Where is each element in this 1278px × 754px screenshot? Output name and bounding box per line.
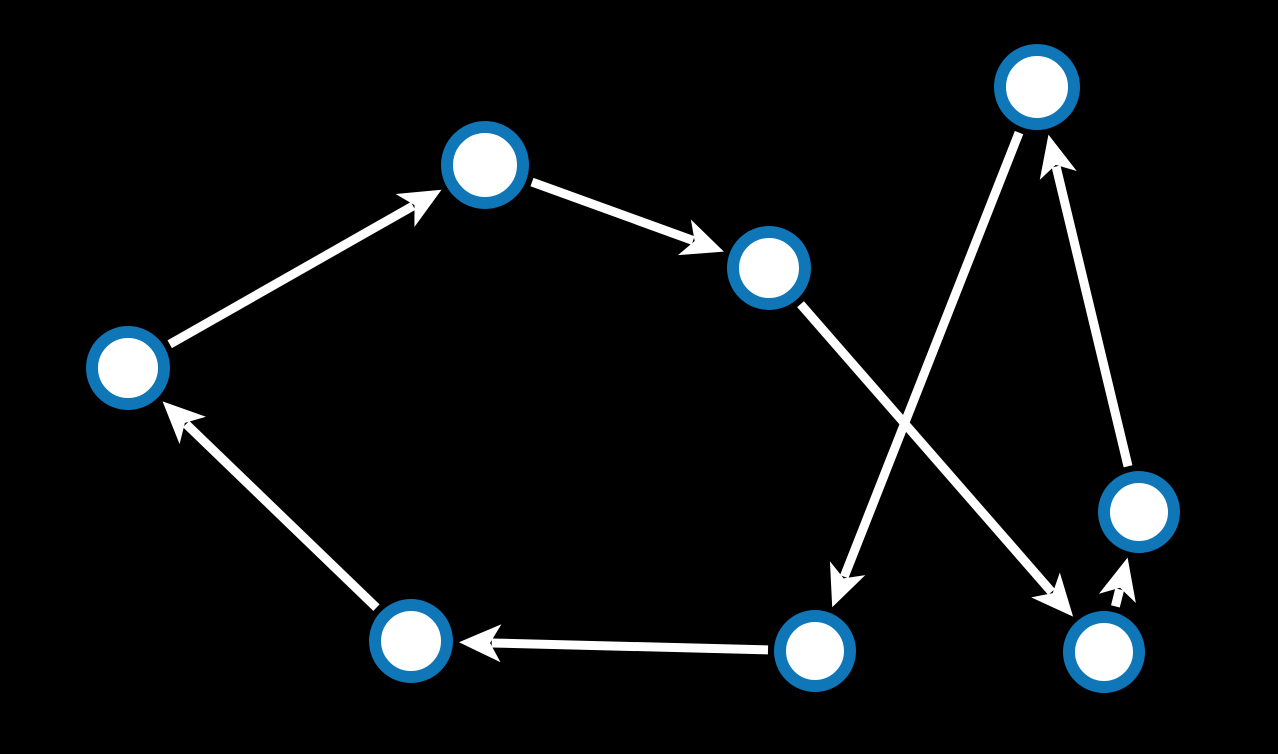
edge-line [840,130,1024,579]
edge-line [167,201,416,349]
graph-edge [1098,557,1136,608]
node-circle[interactable] [441,121,529,209]
edge-line [182,420,380,611]
edge-line [530,177,695,245]
graph-node[interactable] [727,226,811,310]
node-circle[interactable] [727,226,811,310]
node-circle[interactable] [1098,471,1180,553]
edge-line [1051,165,1133,468]
graph-edge [162,401,380,611]
graph-node[interactable] [1063,611,1145,693]
graph-edge [1039,134,1133,468]
graph-edge [167,189,442,349]
graph-node[interactable] [369,599,453,683]
edge-arrowhead [162,401,206,445]
graph-node[interactable] [994,44,1080,130]
node-circle[interactable] [1063,611,1145,693]
node-layer [86,44,1180,693]
node-circle[interactable] [994,44,1080,130]
edge-arrowhead [458,624,502,663]
graph-edge [530,177,724,256]
edge-arrowhead [677,219,724,256]
edge-layer [162,130,1136,663]
edge-line [1111,588,1125,608]
graph-node[interactable] [86,326,170,410]
edge-arrowhead [395,189,442,227]
graph-edge [797,301,1074,617]
graph-edge [829,130,1024,608]
graph-edge [458,624,769,663]
edge-line [797,301,1055,595]
edge-arrowhead [829,561,866,608]
graph-node[interactable] [1098,471,1180,553]
node-circle[interactable] [369,599,453,683]
graph-node[interactable] [441,121,529,209]
edge-arrowhead [1039,134,1077,180]
edge-line [491,638,769,655]
node-circle[interactable] [86,326,170,410]
node-circle[interactable] [774,610,856,692]
graph-node[interactable] [774,610,856,692]
edge-arrowhead [1098,557,1136,603]
edge-arrowhead [1031,572,1074,617]
